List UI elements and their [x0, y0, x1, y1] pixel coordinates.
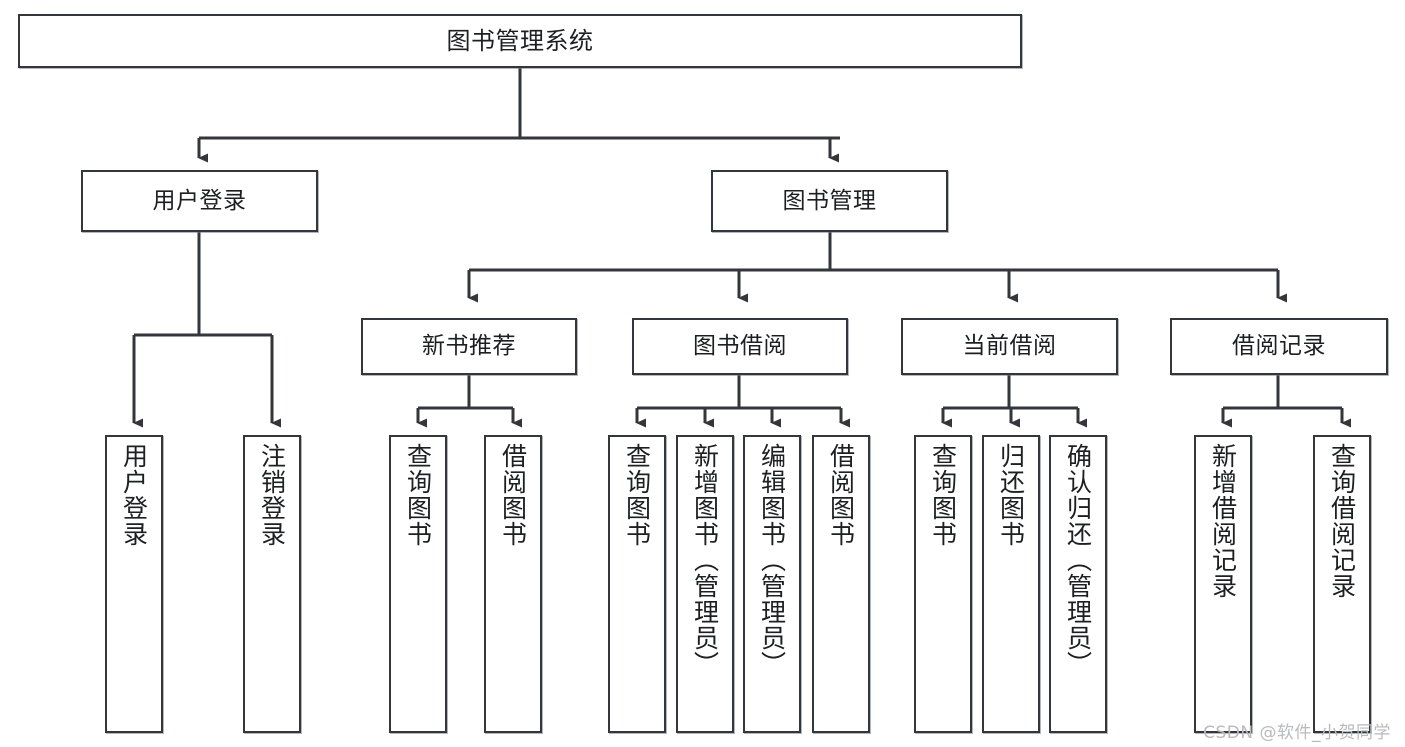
leaf-book-borrow-edit-book[interactable]: 编辑图书（管理员） — [743, 435, 801, 733]
node-book-borrow[interactable]: 图书借阅 — [632, 318, 848, 375]
leaf-book-borrow-query-book[interactable]: 查询图书 — [608, 435, 666, 733]
node-root-library-system[interactable]: 图书管理系统 — [18, 14, 1022, 68]
node-current-borrow-label: 当前借阅 — [962, 333, 1057, 360]
node-book-management-label: 图书管理 — [782, 187, 877, 214]
leaf-label: 查询图书 — [622, 443, 652, 547]
node-borrow-record-label: 借阅记录 — [1232, 333, 1326, 360]
node-root-label: 图书管理系统 — [446, 27, 594, 55]
leaf-label: 归还图书 — [996, 443, 1026, 547]
leaf-borrow-record-add-record[interactable]: 新增借阅记录 — [1194, 435, 1252, 733]
leaf-label: 新增图书（管理员） — [690, 443, 720, 677]
leaf-label: 借阅图书 — [498, 443, 528, 547]
node-book-borrow-label: 图书借阅 — [693, 333, 787, 360]
leaf-label: 确认归还（管理员） — [1063, 443, 1093, 677]
leaf-book-borrow-borrow-book[interactable]: 借阅图书 — [812, 435, 870, 733]
csdn-watermark: CSDN @软件_小贺同学 — [1203, 723, 1391, 743]
leaf-label: 查询借阅记录 — [1327, 443, 1357, 599]
node-book-management[interactable]: 图书管理 — [711, 170, 948, 232]
leaf-current-borrow-confirm-return[interactable]: 确认归还（管理员） — [1049, 435, 1107, 733]
leaf-label: 注销登录 — [257, 443, 287, 547]
leaf-label: 编辑图书（管理员） — [757, 443, 787, 677]
node-new-book-recommend-label: 新书推荐 — [422, 333, 516, 360]
leaf-label: 查询图书 — [403, 443, 433, 547]
node-new-book-recommend[interactable]: 新书推荐 — [361, 318, 577, 375]
leaf-current-borrow-return-book[interactable]: 归还图书 — [982, 435, 1040, 733]
leaf-current-borrow-query-book[interactable]: 查询图书 — [914, 435, 972, 733]
node-user-login-label: 用户登录 — [152, 187, 247, 214]
leaf-label: 借阅图书 — [826, 443, 856, 547]
node-user-login[interactable]: 用户登录 — [81, 170, 318, 232]
node-borrow-record[interactable]: 借阅记录 — [1170, 318, 1388, 375]
leaf-new-book-query-book[interactable]: 查询图书 — [389, 435, 447, 733]
leaf-user-login-logout[interactable]: 注销登录 — [243, 435, 301, 733]
leaf-borrow-record-query-record[interactable]: 查询借阅记录 — [1313, 435, 1371, 733]
leaf-new-book-borrow-book[interactable]: 借阅图书 — [484, 435, 542, 733]
leaf-user-login-login[interactable]: 用户登录 — [105, 435, 163, 733]
leaf-book-borrow-add-book[interactable]: 新增图书（管理员） — [676, 435, 734, 733]
leaf-label: 查询图书 — [928, 443, 958, 547]
leaf-label: 用户登录 — [119, 443, 149, 547]
leaf-label: 新增借阅记录 — [1208, 443, 1238, 599]
node-current-borrow[interactable]: 当前借阅 — [901, 318, 1118, 375]
